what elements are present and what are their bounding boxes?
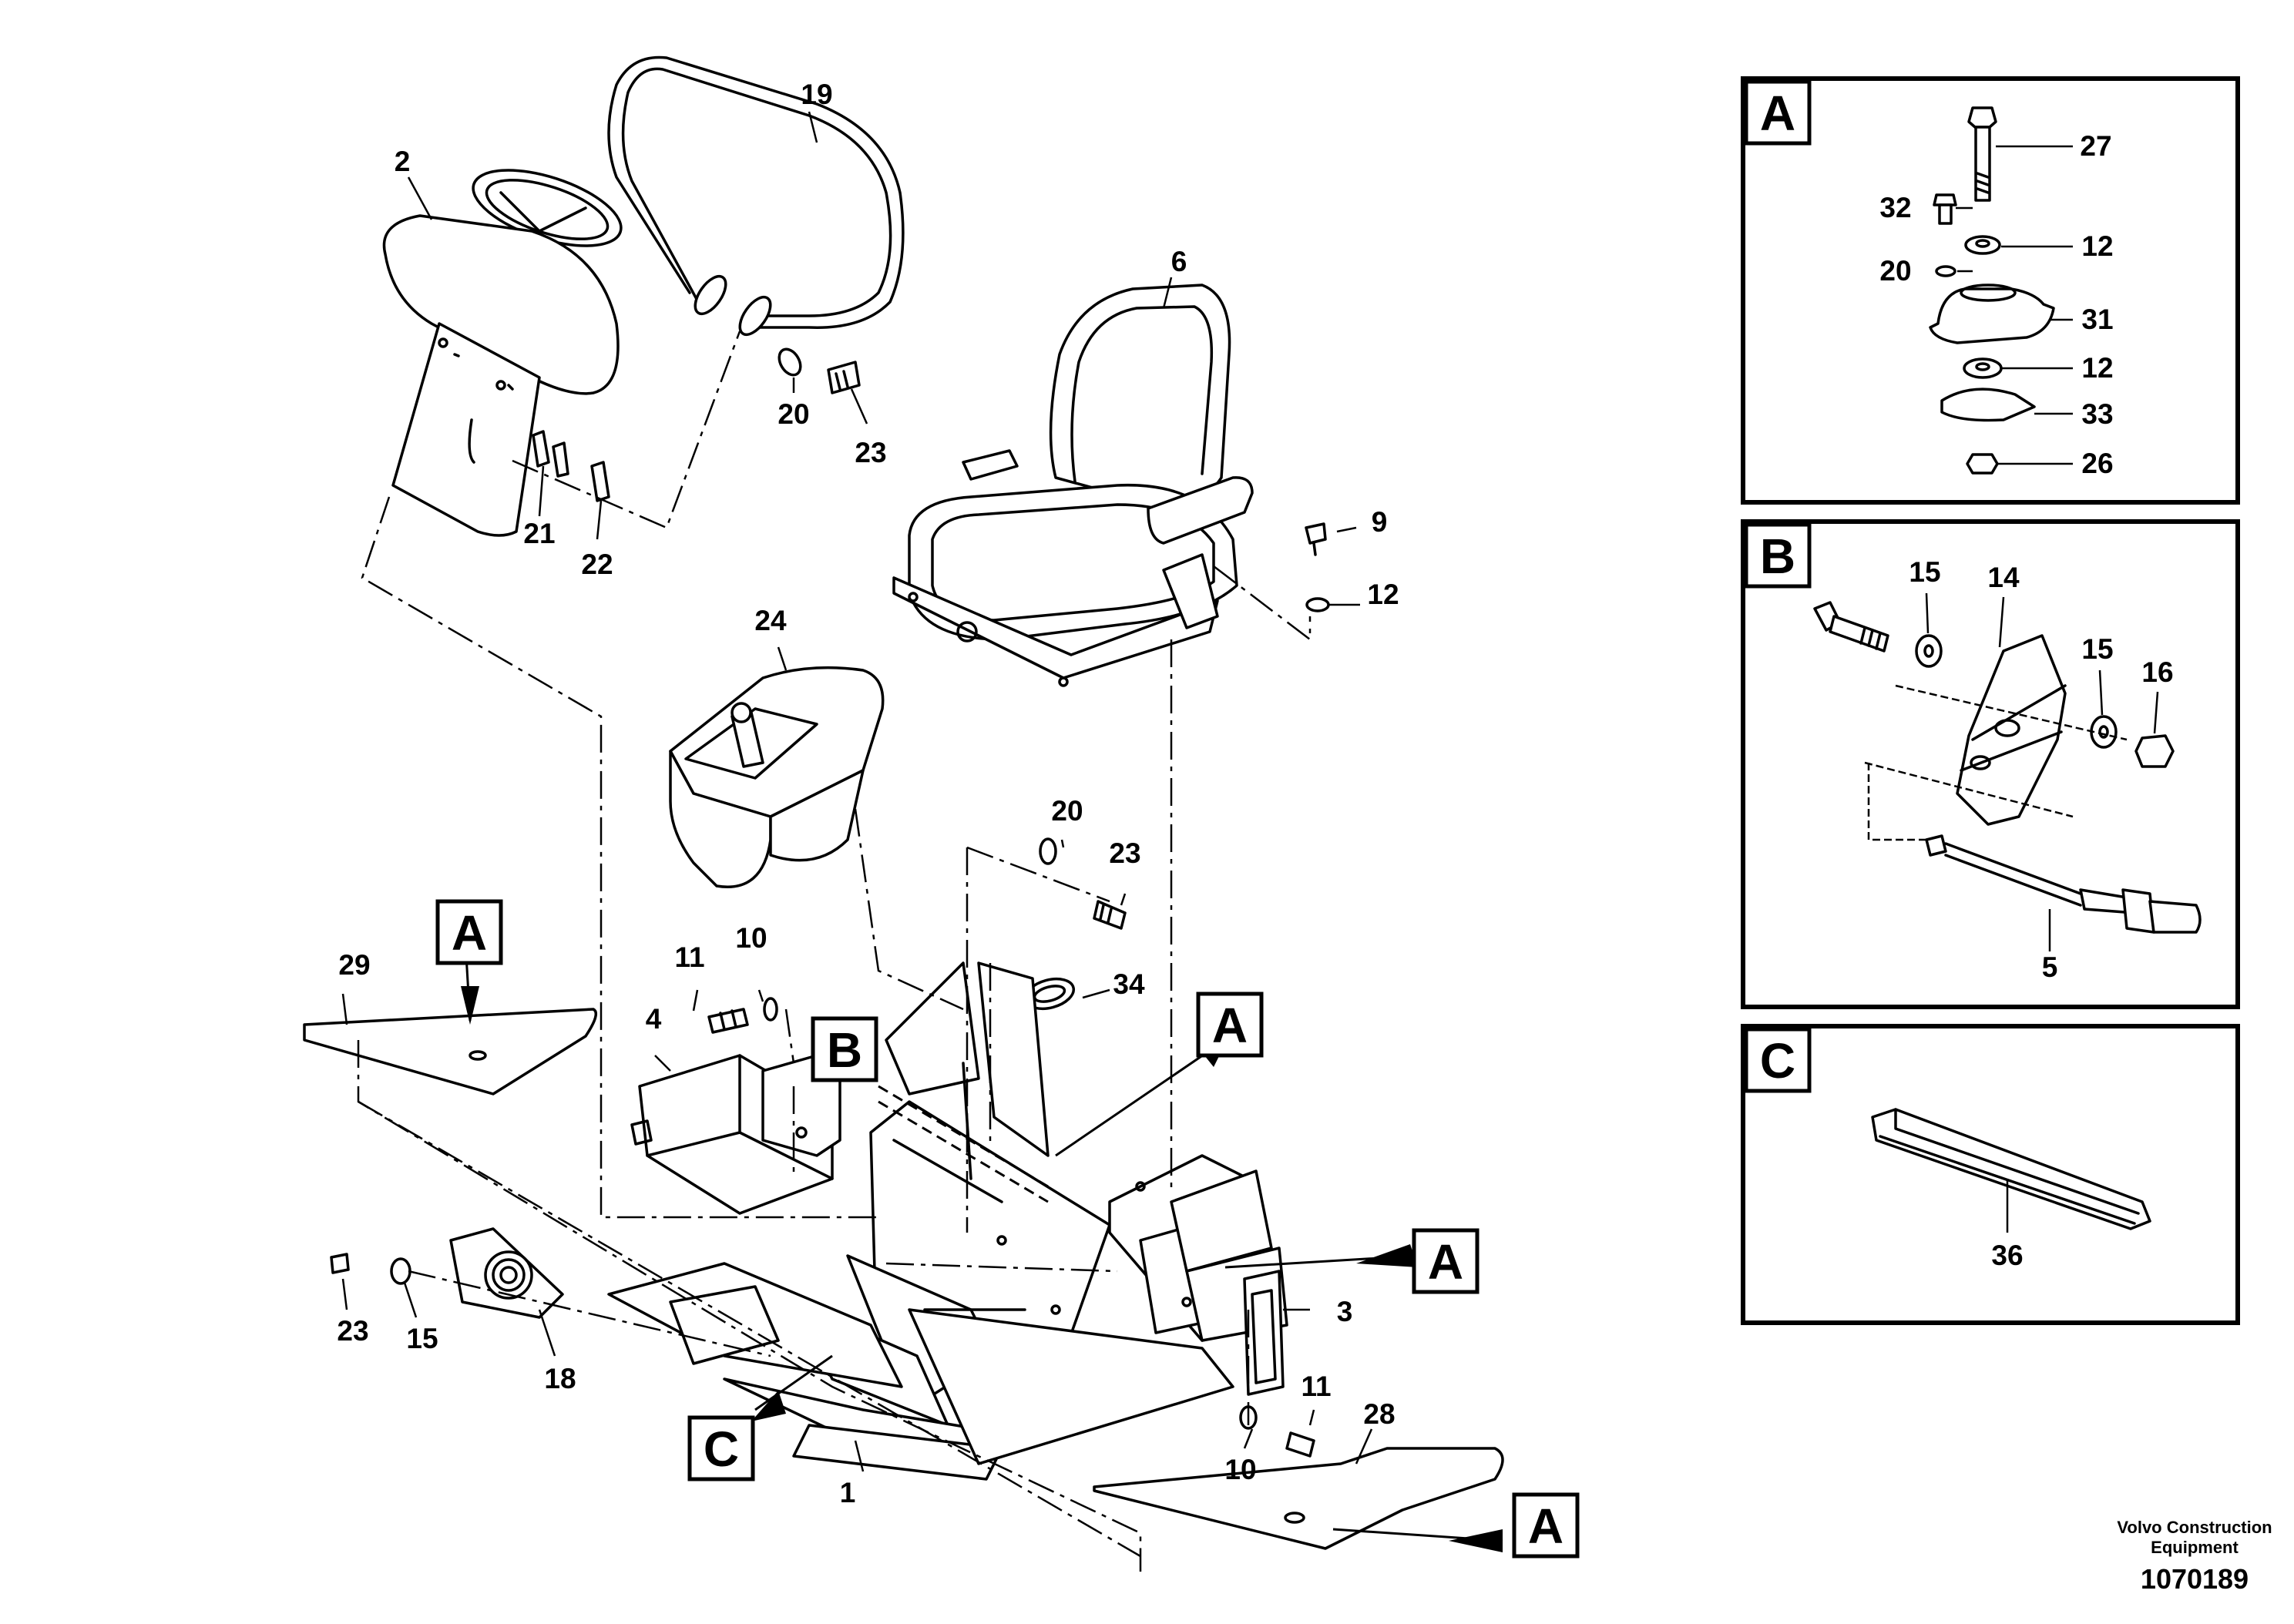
detail-b-label-14: 14 [1987, 562, 2020, 593]
detail-b-label-16: 16 [2141, 656, 2173, 688]
detail-c-title: C [1760, 1033, 1795, 1089]
detail-a-label-32: 32 [1879, 192, 1911, 223]
part-label-18: 18 [544, 1363, 576, 1394]
detail-a-title: A [1760, 86, 1795, 141]
detail-a-label-33: 33 [2081, 398, 2113, 430]
callout-a-frame: A [1196, 992, 1264, 1058]
part-label-23: 23 [337, 1315, 368, 1347]
detail-b-label-15: 15 [1909, 556, 1940, 588]
part-label-1: 1 [840, 1477, 856, 1508]
part-label-29: 29 [338, 949, 370, 981]
part-label-11: 11 [674, 941, 704, 973]
washer-bolt-top [778, 347, 861, 394]
part-label-9: 9 [1372, 506, 1388, 538]
detail-a-label-31: 31 [2081, 304, 2113, 335]
callout-a-side: A [1412, 1228, 1480, 1294]
drawing-number: 1070189 [2141, 1563, 2249, 1595]
detail-view-a: A 27 32 12 20 31 12 [1741, 76, 2240, 505]
detail-b-title: B [1760, 528, 1795, 584]
cover-plate-part [1243, 1270, 1285, 1396]
detail-c-label-36: 36 [1991, 1240, 2023, 1271]
assembly-lines [357, 331, 1312, 1572]
steering-console-part [382, 169, 623, 537]
part-label-10: 10 [735, 922, 767, 954]
grab-handle-part [607, 55, 905, 337]
part-label-22: 22 [581, 549, 613, 580]
main-drawing [303, 55, 1504, 1572]
part-label-4: 4 [646, 1003, 662, 1035]
svg-text:A: A [452, 905, 487, 961]
svg-text:A: A [1528, 1498, 1563, 1554]
part-label-19: 19 [801, 79, 832, 110]
floor-mat-right-part [1093, 1447, 1504, 1550]
part-label-3: 3 [1337, 1296, 1353, 1327]
company-name-line2: Equipment [2151, 1538, 2239, 1557]
part-label-12: 12 [1367, 579, 1399, 610]
svg-text:C: C [704, 1421, 739, 1477]
callout-b: B [811, 1016, 878, 1082]
speaker-part [449, 1227, 564, 1319]
detail-b-label-15: 15 [2081, 633, 2113, 665]
part-label-15: 15 [406, 1323, 438, 1354]
detail-a-label-12: 12 [2081, 230, 2113, 262]
part-label-34: 34 [1113, 968, 1145, 1000]
callout-boxes: A B A A C A [435, 899, 1580, 1559]
callout-a-floor-mat-left: A [435, 899, 503, 965]
detail-a-label-27: 27 [2080, 130, 2111, 162]
part-label-11: 11 [1301, 1371, 1331, 1402]
detail-b-label-5: 5 [2042, 951, 2058, 983]
part-label-24: 24 [754, 605, 787, 636]
control-console-part [669, 666, 885, 888]
detail-a-label-20: 20 [1879, 255, 1911, 287]
svg-text:B: B [827, 1022, 862, 1078]
part-label-23: 23 [855, 437, 886, 468]
part-label-20: 20 [1051, 795, 1083, 827]
callout-a-floor-mat-right: A [1512, 1492, 1580, 1559]
electrical-box-part [630, 1054, 841, 1215]
floor-mat-left-part [303, 1008, 598, 1096]
svg-text:A: A [1212, 998, 1248, 1053]
box-bolt-washer [707, 997, 778, 1034]
part-label-28: 28 [1363, 1398, 1395, 1430]
small-brackets-part [532, 430, 610, 502]
part-label-20: 20 [778, 398, 809, 430]
part-label-23: 23 [1109, 837, 1140, 869]
detail-view-b: B 15 14 15 16 5 [1741, 519, 2240, 1009]
detail-a-label-12: 12 [2081, 352, 2113, 384]
washer-bolt-middle [1039, 837, 1127, 930]
part-label-6: 6 [1171, 246, 1187, 277]
part-label-10: 10 [1224, 1454, 1256, 1485]
main-frame-part [607, 961, 1288, 1481]
seat-bolt-washer [1305, 522, 1330, 612]
part-number-labels: 19 2 6 20 23 21 22 9 12 24 20 23 11 10 2… [337, 79, 1399, 1508]
callout-c: C [687, 1415, 755, 1481]
footer: Volvo Construction Equipment 1070189 [2117, 1518, 2272, 1595]
leader-lines [341, 111, 1373, 1472]
detail-view-c: C 36 [1741, 1024, 2240, 1325]
part-label-2: 2 [395, 146, 411, 177]
operator-seat-part [892, 284, 1254, 687]
svg-text:A: A [1428, 1234, 1463, 1290]
company-name-line1: Volvo Construction [2117, 1518, 2272, 1537]
detail-a-label-26: 26 [2081, 448, 2113, 479]
part-label-21: 21 [523, 518, 555, 549]
